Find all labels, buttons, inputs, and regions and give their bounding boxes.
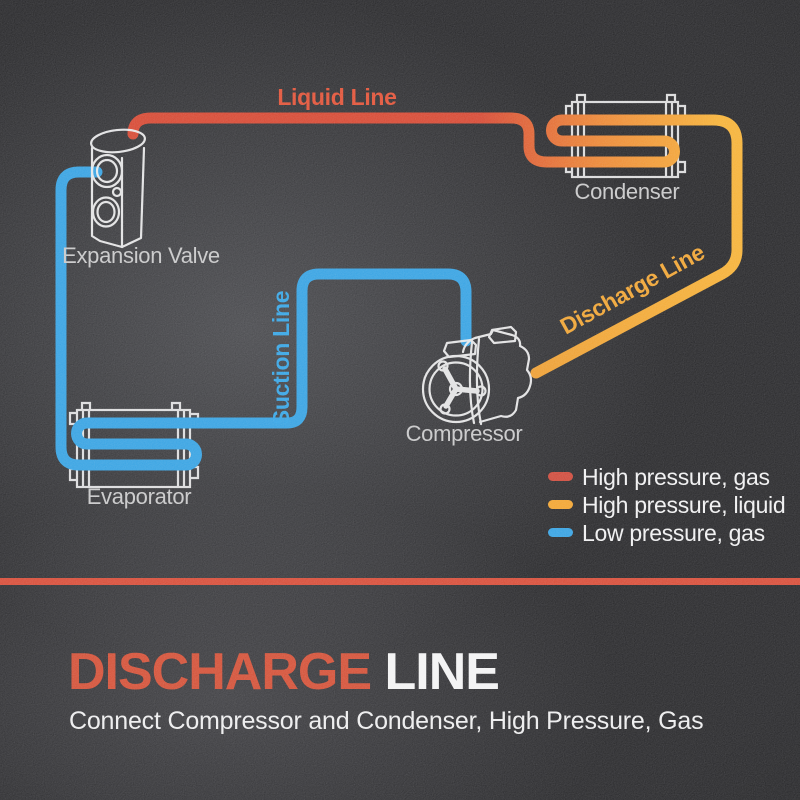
suction-line-label: Suction Line — [268, 291, 294, 425]
legend: High pressure, gas High pressure, liquid… — [548, 464, 786, 546]
compressor-icon — [421, 325, 533, 426]
page-title: DISCHARGE LINE — [68, 642, 500, 702]
valve-port-lower-inner — [96, 200, 116, 224]
legend-swatch-orange — [548, 500, 573, 509]
expansion-valve-label: Expansion Valve — [62, 243, 220, 268]
legend-swatch-red — [548, 472, 573, 481]
legend-label: High pressure, liquid — [582, 492, 785, 518]
legend-item-high-pressure-liquid: High pressure, liquid — [548, 492, 786, 518]
refrigeration-cycle-diagram: Liquid Line Discharge Line Suction Line … — [55, 84, 786, 546]
page-title-rest: LINE — [384, 643, 499, 701]
expansion-valve-icon — [90, 128, 146, 249]
valve-side-face — [120, 146, 146, 249]
condenser-label: Condenser — [575, 179, 680, 204]
compressor-label: Compressor — [406, 421, 523, 446]
liquid-line-label: Liquid Line — [277, 84, 396, 110]
legend-item-low-pressure-gas: Low pressure, gas — [548, 520, 765, 546]
page-title-highlight: DISCHARGE — [68, 643, 372, 701]
evaporator-label: Evaporator — [87, 484, 192, 509]
valve-top-cylinder — [90, 128, 146, 154]
legend-item-high-pressure-gas: High pressure, gas — [548, 464, 770, 490]
page-subtitle: Connect Compressor and Condenser, High P… — [69, 707, 704, 735]
legend-label: Low pressure, gas — [582, 520, 765, 546]
accent-divider-bar — [0, 578, 800, 585]
legend-label: High pressure, gas — [582, 464, 770, 490]
valve-bolt-hole — [111, 186, 123, 198]
legend-swatch-blue — [548, 528, 573, 537]
